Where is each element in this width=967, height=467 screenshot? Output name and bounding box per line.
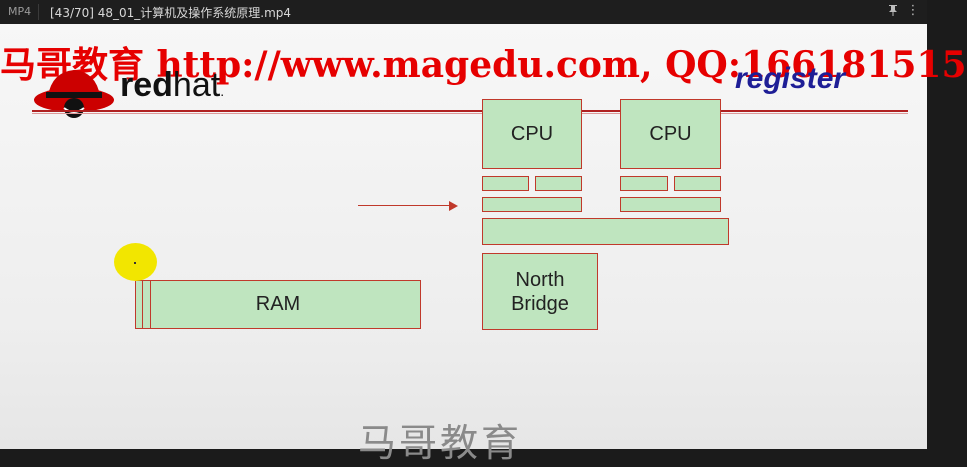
video-frame[interactable]: 马哥教育 http://www.magedu.com, QQ:166181515… [0,24,967,465]
arrow-line [358,205,450,206]
bottom-watermark: 马哥教育 [358,421,523,465]
cpu-1-box: CPU [482,99,582,169]
ram-divider-b [150,280,151,329]
cpu-1-cache-b [535,176,582,191]
ram-box: RAM [135,280,421,329]
cpu-2-box: CPU [620,99,721,169]
cpu-2-cache-b [674,176,721,191]
site-watermark: 马哥教育 http://www.magedu.com, QQ:166181515 [0,44,967,86]
pin-icon[interactable] [886,3,902,19]
title-divider [38,4,39,20]
redhat-wordmark: redhat. [120,66,225,104]
redhat-logo-icon [34,70,114,118]
north-bridge-box: North Bridge [482,253,598,330]
header-rule-thin [32,113,908,114]
register-title: register [735,62,846,95]
header-rule [32,110,908,112]
cpu-1-cache-a [482,176,529,191]
title-bar: MP4 [43/70] 48_01_计算机及操作系统原理.mp4 ⋮ [0,0,927,24]
front-side-bus [482,218,729,245]
ram-divider-a [142,280,143,329]
format-label: MP4 [8,5,32,18]
arrow-head-icon [449,201,458,211]
cpu-1-cache-c [482,197,582,212]
cpu-2-cache-a [620,176,668,191]
cursor-pointer-icon [134,262,136,264]
file-name: [43/70] 48_01_计算机及操作系统原理.mp4 [50,6,292,20]
more-icon[interactable]: ⋮ [906,3,920,18]
cpu-2-cache-c [620,197,721,212]
